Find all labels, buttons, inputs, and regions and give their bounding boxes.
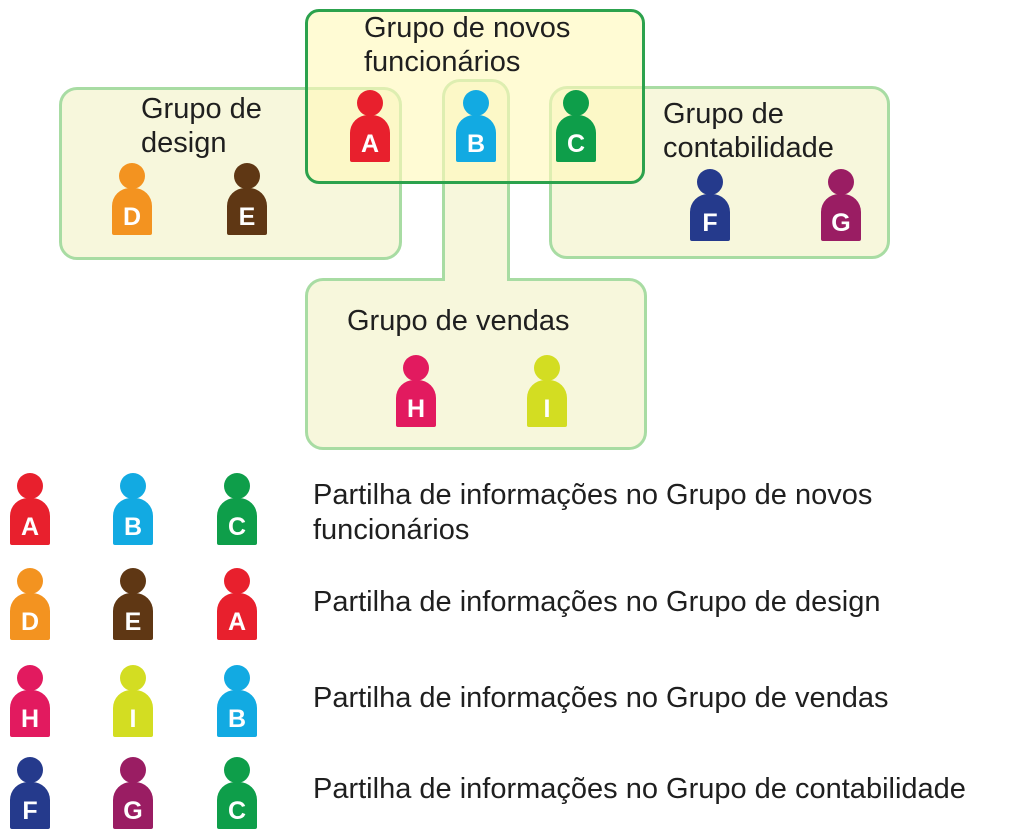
person-letter: I: [113, 690, 153, 737]
row-member: F: [10, 757, 50, 829]
person-letter: B: [456, 115, 496, 162]
person-head: [224, 473, 250, 499]
person-g: G: [821, 169, 861, 241]
row-member: B: [113, 473, 153, 545]
person-letter: G: [821, 194, 861, 241]
person-head: [17, 568, 43, 594]
person-letter: C: [217, 498, 257, 545]
person-letter: A: [10, 498, 50, 545]
person-letter: A: [350, 115, 390, 162]
person-i: I: [527, 355, 567, 427]
person-f: F: [690, 169, 730, 241]
person-head: [357, 90, 383, 116]
new-employees-group-label: Grupo de novos funcionários: [364, 12, 571, 78]
person-letter: B: [113, 498, 153, 545]
row-member: H: [10, 665, 50, 737]
person-letter: E: [113, 593, 153, 640]
person-letter: C: [217, 782, 257, 829]
person-letter: H: [396, 380, 436, 427]
row-member: B: [217, 665, 257, 737]
row-member: E: [113, 568, 153, 640]
row-member: C: [217, 757, 257, 829]
person-letter: D: [112, 188, 152, 235]
person-a: A: [350, 90, 390, 162]
row-member: A: [10, 473, 50, 545]
person-head: [403, 355, 429, 381]
person-letter: G: [113, 782, 153, 829]
person-letter: E: [227, 188, 267, 235]
accounting-group-label: Grupo de contabilidade: [663, 98, 834, 164]
person-head: [224, 665, 250, 691]
person-head: [120, 757, 146, 783]
person-head: [17, 757, 43, 783]
person-letter: I: [527, 380, 567, 427]
person-letter: F: [690, 194, 730, 241]
person-letter: C: [556, 115, 596, 162]
person-b: B: [456, 90, 496, 162]
person-head: [234, 163, 260, 189]
person-letter: A: [217, 593, 257, 640]
row-member: A: [217, 568, 257, 640]
person-head: [120, 473, 146, 499]
row-member: D: [10, 568, 50, 640]
person-letter: B: [217, 690, 257, 737]
person-head: [120, 665, 146, 691]
person-head: [17, 473, 43, 499]
person-head: [17, 665, 43, 691]
person-c: C: [556, 90, 596, 162]
person-head: [534, 355, 560, 381]
sharing-row-text: Partilha de informações no Grupo de desi…: [313, 586, 881, 618]
person-letter: H: [10, 690, 50, 737]
person-head: [224, 568, 250, 594]
person-h: H: [396, 355, 436, 427]
person-head: [697, 169, 723, 195]
row-member: C: [217, 473, 257, 545]
person-head: [828, 169, 854, 195]
sales-group-label: Grupo de vendas: [347, 305, 570, 337]
person-head: [120, 568, 146, 594]
sharing-row-text: Partilha de informações no Grupo de cont…: [313, 773, 966, 805]
row-member: I: [113, 665, 153, 737]
person-letter: D: [10, 593, 50, 640]
person-head: [224, 757, 250, 783]
sharing-row-text: Partilha de informações no Grupo de vend…: [313, 682, 889, 714]
person-head: [119, 163, 145, 189]
sales-group-box: [305, 278, 647, 450]
person-e: E: [227, 163, 267, 235]
person-head: [463, 90, 489, 116]
row-member: G: [113, 757, 153, 829]
sharing-row-text: Partilha de informações no Grupo de novo…: [313, 479, 873, 546]
person-d: D: [112, 163, 152, 235]
person-letter: F: [10, 782, 50, 829]
design-group-label: Grupo de design: [141, 93, 262, 159]
person-head: [563, 90, 589, 116]
